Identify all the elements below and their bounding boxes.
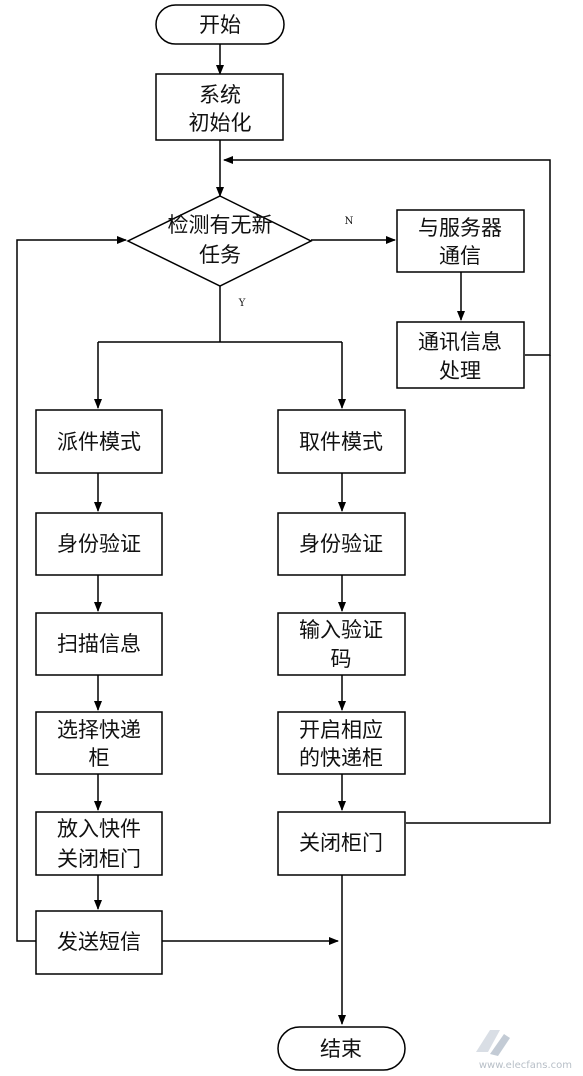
- auth-left-node: 身份验证: [35, 512, 163, 576]
- end-label: 结束: [320, 1037, 362, 1061]
- input-code-label-line2: 码: [331, 647, 352, 671]
- scan-info-node: 扫描信息: [35, 612, 163, 676]
- comm-process-label-line1: 通讯信息: [418, 330, 502, 354]
- choose-cabinet-node: 选择快递 柜: [35, 711, 163, 775]
- auth-right-label: 身份验证: [299, 532, 383, 556]
- check-decision: 检测有无新 任务: [126, 195, 313, 287]
- open-cabinet-label-line1: 开启相应: [299, 718, 383, 742]
- init-node: 系统 初始化: [155, 73, 284, 141]
- auth-left-label: 身份验证: [57, 532, 141, 556]
- put-close-node: 放入快件 关闭柜门: [35, 811, 163, 876]
- send-sms-label: 发送短信: [57, 930, 141, 954]
- input-code-node: 输入验证 码: [277, 612, 406, 676]
- pickup-mode-node: 取件模式: [277, 409, 406, 474]
- put-close-label-line2: 关闭柜门: [57, 847, 141, 871]
- put-close-label-line1: 放入快件: [57, 817, 141, 841]
- check-label-line1: 检测有无新: [168, 213, 273, 237]
- deliver-mode-node: 派件模式: [35, 409, 163, 474]
- close-door-node: 关闭柜门: [277, 811, 406, 876]
- end-node: 结束: [277, 1026, 406, 1071]
- edge-close-loop: [406, 355, 551, 824]
- choose-cabinet-label-line1: 选择快递: [57, 718, 141, 742]
- scan-info-label: 扫描信息: [57, 632, 141, 656]
- close-door-label: 关闭柜门: [299, 831, 383, 855]
- start-label: 开始: [199, 13, 241, 37]
- comm-process-label-line2: 处理: [439, 359, 481, 383]
- comm-process-node: 通讯信息 处理: [396, 321, 525, 389]
- check-label-line2: 任务: [199, 243, 241, 267]
- connectors: [16, 44, 551, 1025]
- input-code-label-line1: 输入验证: [299, 618, 383, 642]
- server-comm-label-line1: 与服务器: [418, 216, 502, 240]
- edge-sms-loop: [16, 236, 127, 942]
- send-sms-node: 发送短信: [35, 910, 163, 975]
- edge-label-yes: Y: [238, 298, 246, 309]
- edge-label-no: N: [345, 216, 354, 227]
- init-label-line1: 系统: [199, 83, 241, 107]
- deliver-mode-label: 派件模式: [57, 430, 141, 454]
- pickup-mode-label: 取件模式: [299, 430, 383, 454]
- server-comm-node: 与服务器 通信: [396, 209, 525, 273]
- open-cabinet-node: 开启相应 的快递柜: [277, 711, 406, 775]
- watermark-text: www.elecfans.com: [479, 1060, 572, 1071]
- auth-right-node: 身份验证: [277, 512, 406, 576]
- server-comm-label-line2: 通信: [439, 244, 481, 268]
- edge-process-loop: [223, 156, 551, 356]
- open-cabinet-label-line2: 的快递柜: [299, 746, 383, 770]
- init-label-line2: 初始化: [189, 111, 252, 135]
- watermark: www.elecfans.com: [476, 1030, 572, 1071]
- watermark-logo: [476, 1030, 500, 1052]
- choose-cabinet-label-line2: 柜: [89, 746, 110, 770]
- start-node: 开始: [155, 4, 285, 45]
